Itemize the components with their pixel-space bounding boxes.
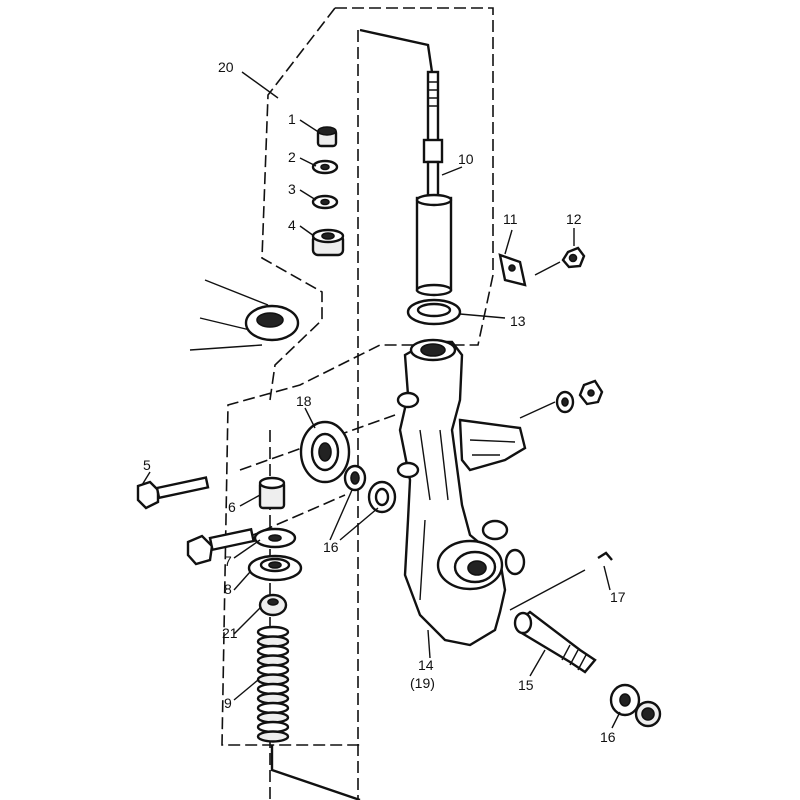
ring-part-13 [406, 298, 462, 326]
washer-part-3 [311, 194, 339, 210]
callout-12: 12 [566, 211, 582, 227]
callout-15: 15 [518, 677, 534, 693]
nut-part-6 [258, 476, 286, 510]
callout-5: 5 [143, 457, 151, 473]
callout-20: 20 [218, 59, 234, 75]
washer-upper [253, 527, 297, 549]
callout-14: 14 [418, 657, 434, 673]
callout-3: 3 [288, 181, 296, 197]
callout-21: 21 [222, 625, 238, 641]
coil-spring-part-9 [256, 625, 290, 743]
callout-18: 18 [296, 393, 312, 409]
callout-2: 2 [288, 149, 296, 165]
nut-part-21 [258, 593, 288, 617]
spring-coil [256, 730, 290, 743]
callout-13: 13 [510, 313, 526, 329]
callout-7: 7 [224, 553, 232, 569]
callout-16-axle: 16 [323, 539, 339, 555]
callout-16-nut: 16 [600, 729, 616, 745]
spring-seat-part-8 [247, 554, 303, 582]
bracket-part-11 [498, 253, 527, 287]
callout-6: 6 [228, 499, 236, 515]
leader-lines [141, 28, 621, 800]
castle-nut-part-16 [609, 683, 662, 728]
bushing-pair-part-16 [343, 464, 397, 514]
callout-8: 8 [224, 581, 232, 597]
washer-nut-pair [555, 379, 604, 414]
callout-17: 17 [610, 589, 626, 605]
bolt-part-5 [136, 476, 210, 510]
callout-9: 9 [224, 695, 232, 711]
callout-4: 4 [288, 217, 296, 233]
washer-part-2 [311, 159, 339, 175]
assembly-group-boundary [221, 7, 494, 746]
seal-part-18 [299, 420, 351, 484]
cap-nut-part-1 [316, 126, 338, 148]
steering-knuckle-part-14 [396, 338, 527, 647]
nut-part-12 [561, 246, 586, 269]
strut-mount-plate [189, 279, 300, 351]
callout-19: (19) [410, 675, 435, 691]
shock-absorber-part-10 [415, 70, 453, 297]
bushing-part-4 [311, 228, 345, 257]
callout-11: 11 [503, 211, 518, 227]
callout-1: 1 [288, 111, 296, 127]
pin-part-15 [513, 610, 597, 674]
bolt-part-7 [186, 527, 256, 566]
split-pin-part-17 [597, 551, 613, 561]
callout-10: 10 [458, 151, 474, 167]
